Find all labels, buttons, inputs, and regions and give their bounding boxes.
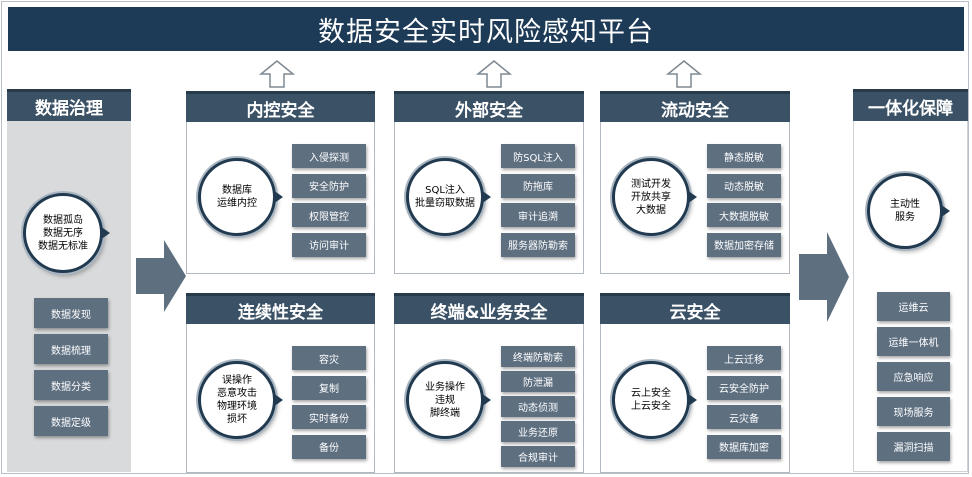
module-item: 防SQL注入 — [501, 144, 575, 168]
right-arrow-icon — [136, 240, 186, 312]
module-item: 容灾 — [292, 346, 366, 370]
module-item: 复制 — [292, 375, 366, 400]
right-panel-circle: 主动性 服务 — [867, 173, 950, 249]
module-circle: 测试开发 开放共享 大数据 — [612, 158, 697, 236]
up-arrow-icon — [476, 60, 512, 88]
module-item: 动态侦测 — [501, 396, 575, 417]
module-item: 云灾备 — [707, 405, 781, 429]
module-circle: 误操作 恶意攻击 物理环境 损坏 — [198, 361, 283, 439]
right-arrow-icon — [799, 232, 849, 322]
right-panel-item: 运维云 — [877, 292, 950, 321]
module-item: 大数据脱敏 — [707, 203, 781, 227]
module-item: 入侵探测 — [292, 144, 366, 168]
module-circle: 业务操作 违规 脚终端 — [406, 361, 491, 439]
module-item: 动态脱敏 — [707, 173, 781, 198]
module-item: 服务器防勒索 — [501, 232, 575, 257]
right-panel-item: 漏洞扫描 — [877, 432, 950, 461]
module-item: 数据加密存储 — [707, 232, 781, 257]
right-panel-item: 现场服务 — [877, 397, 950, 426]
module-circle: 数据库 运维内控 — [198, 158, 283, 236]
left-panel-item: 数据定级 — [34, 406, 108, 436]
left-panel-item: 数据梳理 — [34, 334, 108, 364]
right-panel-item: 应急响应 — [877, 362, 950, 391]
module-item: 静态脱敏 — [707, 144, 781, 168]
left-panel-item: 数据分类 — [34, 370, 108, 400]
page-title: 数据安全实时风险感知平台 — [8, 7, 964, 51]
module-header: 外部安全 — [394, 91, 584, 122]
module-item: 合规审计 — [501, 446, 575, 467]
module-item: 访问审计 — [292, 232, 366, 257]
left-panel-header: 数据治理 — [7, 89, 131, 121]
left-panel-item: 数据发现 — [34, 298, 108, 328]
module-item: 终端防勒索 — [501, 346, 575, 367]
module-circle: 云上安全 上云安全 — [612, 361, 697, 439]
module-circle: SQL注入 批量窃取数据 — [406, 158, 491, 236]
module-item: 实时备份 — [292, 405, 366, 429]
module-item: 业务还原 — [501, 421, 575, 442]
module-item: 防泄漏 — [501, 371, 575, 392]
module-item: 权限管控 — [292, 203, 366, 227]
module-item: 备份 — [292, 434, 366, 459]
module-item: 上云迁移 — [707, 346, 781, 370]
up-arrow-icon — [666, 60, 702, 88]
left-panel-circle: 数据孤岛 数据无序 数据无标准 — [23, 193, 110, 273]
right-panel-header: 一体化保障 — [853, 89, 968, 121]
module-header: 内控安全 — [186, 91, 375, 122]
module-header: 云安全 — [600, 293, 790, 324]
module-item: 云安全防护 — [707, 375, 781, 400]
module-item: 防拖库 — [501, 173, 575, 198]
right-panel-item: 运维一体机 — [877, 327, 950, 356]
module-item: 数据库加密 — [707, 434, 781, 459]
module-header: 终端&业务安全 — [394, 293, 584, 324]
module-item: 安全防护 — [292, 173, 366, 198]
up-arrow-icon — [259, 60, 295, 88]
module-header: 连续性安全 — [186, 293, 375, 324]
module-item: 审计追溯 — [501, 203, 575, 227]
module-header: 流动安全 — [600, 91, 790, 122]
